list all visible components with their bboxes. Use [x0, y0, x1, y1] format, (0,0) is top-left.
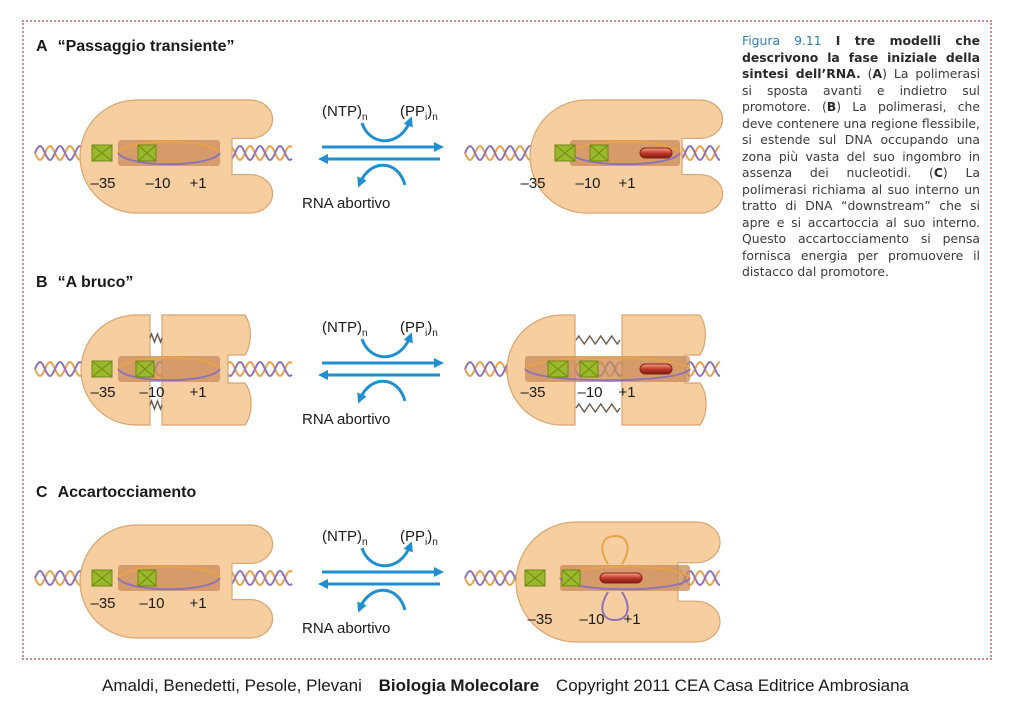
- ppi-label: (PPi)n: [400, 103, 438, 123]
- caption-title: I tre modelli che descrivono la fase ini…: [742, 33, 980, 81]
- rna-release-arrow: [357, 163, 407, 188]
- rna-polymerase-left: [80, 314, 151, 426]
- ntp-label: (NTP)n: [322, 528, 368, 548]
- transcription-bubble: [118, 565, 220, 591]
- ppi-label: (PPi)n: [400, 319, 438, 339]
- rna-abortivo-label: RNA abortivo: [302, 411, 390, 428]
- caption-text-a: La polimerasi si sposta avanti e indietr…: [742, 66, 981, 114]
- footer-copyright: Copyright 2011 CEA Casa Editrice Ambrosi…: [555, 676, 910, 695]
- rna-release-arrow: [357, 588, 407, 613]
- position-label-minus35: –35: [90, 384, 115, 401]
- flexible-linker: [149, 399, 163, 411]
- position-label-plus1: +1: [189, 384, 206, 401]
- figure-caption: Figura 9.11 I tre modelli che descrivono…: [742, 33, 981, 279]
- promoter-hatch: [524, 569, 546, 587]
- promoter-hatch: [554, 144, 576, 162]
- flexible-linker: [575, 334, 621, 346]
- figure-frame: [22, 20, 992, 660]
- flexible-linker: [149, 332, 163, 344]
- footer: Amaldi, Benedetti, Pesole, Plevani Biolo…: [0, 676, 1011, 696]
- section-title-text: “A bruco”: [57, 274, 134, 291]
- rna-transcript: [639, 147, 673, 159]
- ntp-consumption-arrow: [360, 541, 413, 568]
- position-label-minus35: –35: [520, 175, 545, 192]
- open-strand: [117, 577, 221, 591]
- position-label-minus10: –10: [575, 175, 600, 192]
- caption-text-b: La polimerasi, che deve contenere una re…: [742, 99, 980, 180]
- footer-book-title: Biologia Molecolare: [378, 676, 540, 695]
- position-label-minus10: –10: [139, 384, 164, 401]
- footer-authors: Amaldi, Benedetti, Pesole, Plevani: [101, 676, 362, 695]
- open-strand: [117, 140, 221, 154]
- ntp-consumption-arrow: [360, 332, 413, 359]
- section-title-text: “Passaggio transiente”: [57, 38, 235, 55]
- rna-transcript: [639, 363, 673, 375]
- ntp-consumption-arrow: [360, 116, 413, 143]
- promoter-hatch: [91, 360, 113, 378]
- caption-text-c: La polimerasi richiama al suo interno un…: [742, 165, 980, 279]
- caption-figure-number: Figura 9.11: [742, 33, 822, 48]
- flexible-linker: [575, 402, 621, 414]
- open-strand: [524, 356, 691, 370]
- promoter-hatch: [579, 360, 599, 378]
- section-letter: A: [36, 38, 48, 55]
- position-label-minus10: –10: [579, 611, 604, 628]
- position-label-minus35: –35: [90, 595, 115, 612]
- section-letter: B: [36, 274, 48, 291]
- transcription-bubble: [118, 140, 220, 166]
- promoter-hatch: [91, 144, 113, 162]
- position-label-plus1: +1: [189, 175, 206, 192]
- open-strand: [117, 152, 221, 166]
- section-title-b: B “A bruco”: [36, 274, 133, 292]
- open-strand: [569, 152, 681, 166]
- position-label-minus35: –35: [527, 611, 552, 628]
- position-label-minus10: –10: [577, 384, 602, 401]
- position-label-plus1: +1: [623, 611, 640, 628]
- caption-letter-a: A: [872, 66, 883, 81]
- promoter-hatch: [137, 144, 157, 162]
- open-strand: [569, 140, 681, 154]
- transcription-bubble: [118, 356, 220, 382]
- promoter-hatch: [561, 569, 581, 587]
- caption-letter-c: C: [933, 165, 943, 180]
- rna-transcript: [599, 572, 643, 584]
- position-label-minus35: –35: [90, 175, 115, 192]
- section-title-c: C Accartocciamento: [36, 484, 196, 502]
- scrunched-dna-loop: [601, 534, 629, 565]
- section-title-a: A “Passaggio transiente”: [36, 38, 235, 56]
- open-strand: [524, 368, 691, 382]
- position-label-plus1: +1: [618, 384, 635, 401]
- promoter-hatch: [91, 569, 113, 587]
- section-title-text: Accartocciamento: [57, 484, 197, 501]
- position-label-minus35: –35: [520, 384, 545, 401]
- ntp-label: (NTP)n: [322, 319, 368, 339]
- promoter-hatch: [589, 144, 609, 162]
- caption-letter-b: B: [826, 99, 837, 114]
- promoter-hatch: [547, 360, 569, 378]
- rna-abortivo-label: RNA abortivo: [302, 620, 390, 637]
- position-label-plus1: +1: [189, 595, 206, 612]
- scrunched-dna-loop: [601, 591, 629, 622]
- ppi-label: (PPi)n: [400, 528, 438, 548]
- position-label-plus1: +1: [618, 175, 635, 192]
- position-label-minus10: –10: [145, 175, 170, 192]
- open-strand: [117, 356, 221, 370]
- promoter-hatch: [135, 360, 155, 378]
- position-label-minus10: –10: [139, 595, 164, 612]
- rna-abortivo-label: RNA abortivo: [302, 195, 390, 212]
- promoter-hatch: [137, 569, 157, 587]
- open-strand: [117, 565, 221, 579]
- open-strand: [117, 368, 221, 382]
- ntp-label: (NTP)n: [322, 103, 368, 123]
- rna-release-arrow: [357, 379, 407, 404]
- section-letter: C: [36, 484, 48, 501]
